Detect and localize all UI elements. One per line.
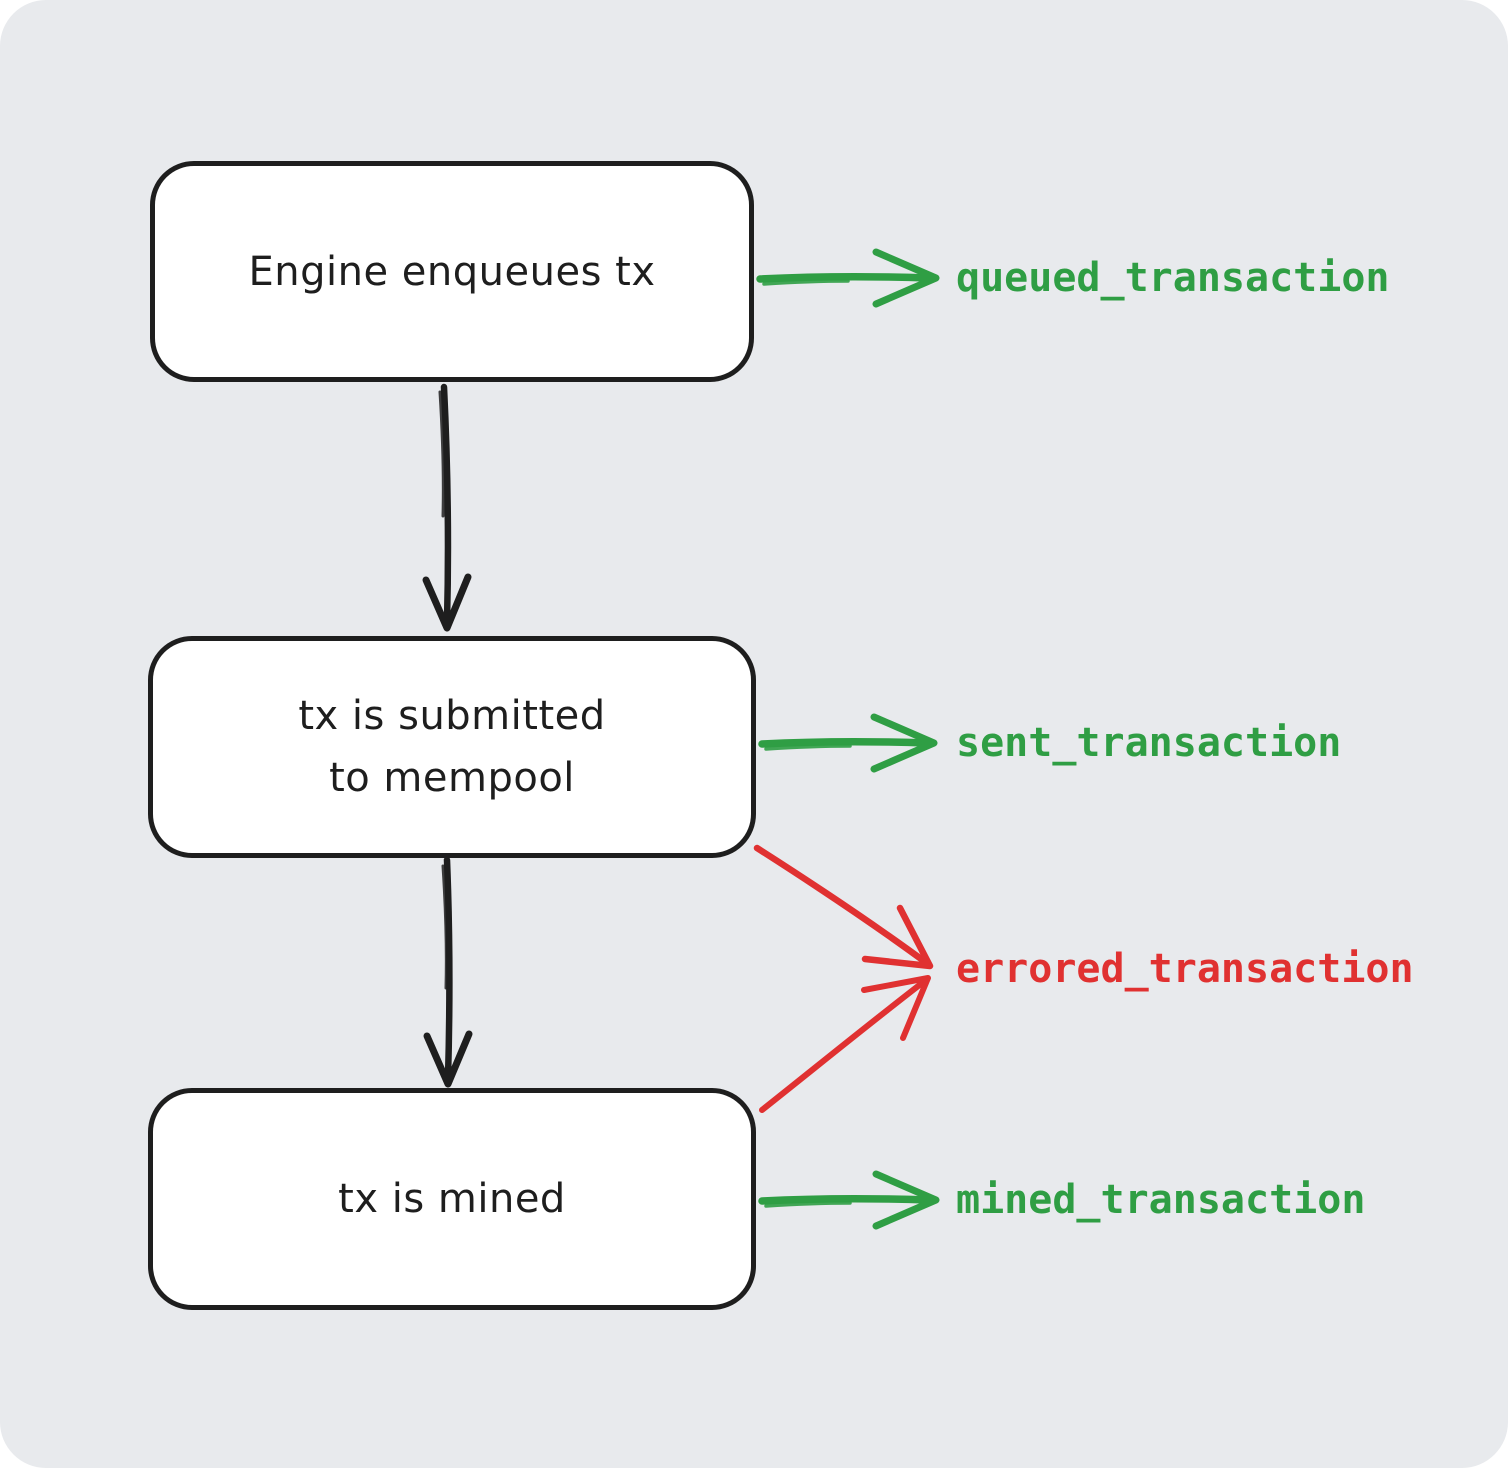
event-arrow-sent (758, 713, 938, 773)
event-label-queued-transaction: queued_transaction (956, 255, 1390, 301)
event-label-mined-transaction: mined_transaction (956, 1177, 1366, 1223)
node-label: tx is submitted to mempool (298, 693, 606, 801)
node-engine-enqueues-tx: Engine enqueues tx (150, 161, 754, 382)
flow-arrow-mempool-to-mined (423, 856, 473, 1088)
event-label-sent-transaction: sent_transaction (956, 720, 1342, 766)
flow-arrow-enqueue-to-mempool (422, 383, 472, 632)
event-arrow-queued (756, 248, 940, 308)
event-arrow-mined (758, 1170, 940, 1230)
node-label: tx is mined (338, 1176, 566, 1222)
node-tx-submitted-to-mempool: tx is submitted to mempool (148, 636, 756, 858)
node-tx-is-mined: tx is mined (148, 1088, 756, 1310)
event-arrow-errored-from-mempool (753, 844, 934, 970)
event-arrow-errored-from-mined (759, 975, 931, 1113)
node-label: Engine enqueues tx (248, 248, 656, 295)
event-label-errored-transaction: errored_transaction (956, 946, 1414, 992)
